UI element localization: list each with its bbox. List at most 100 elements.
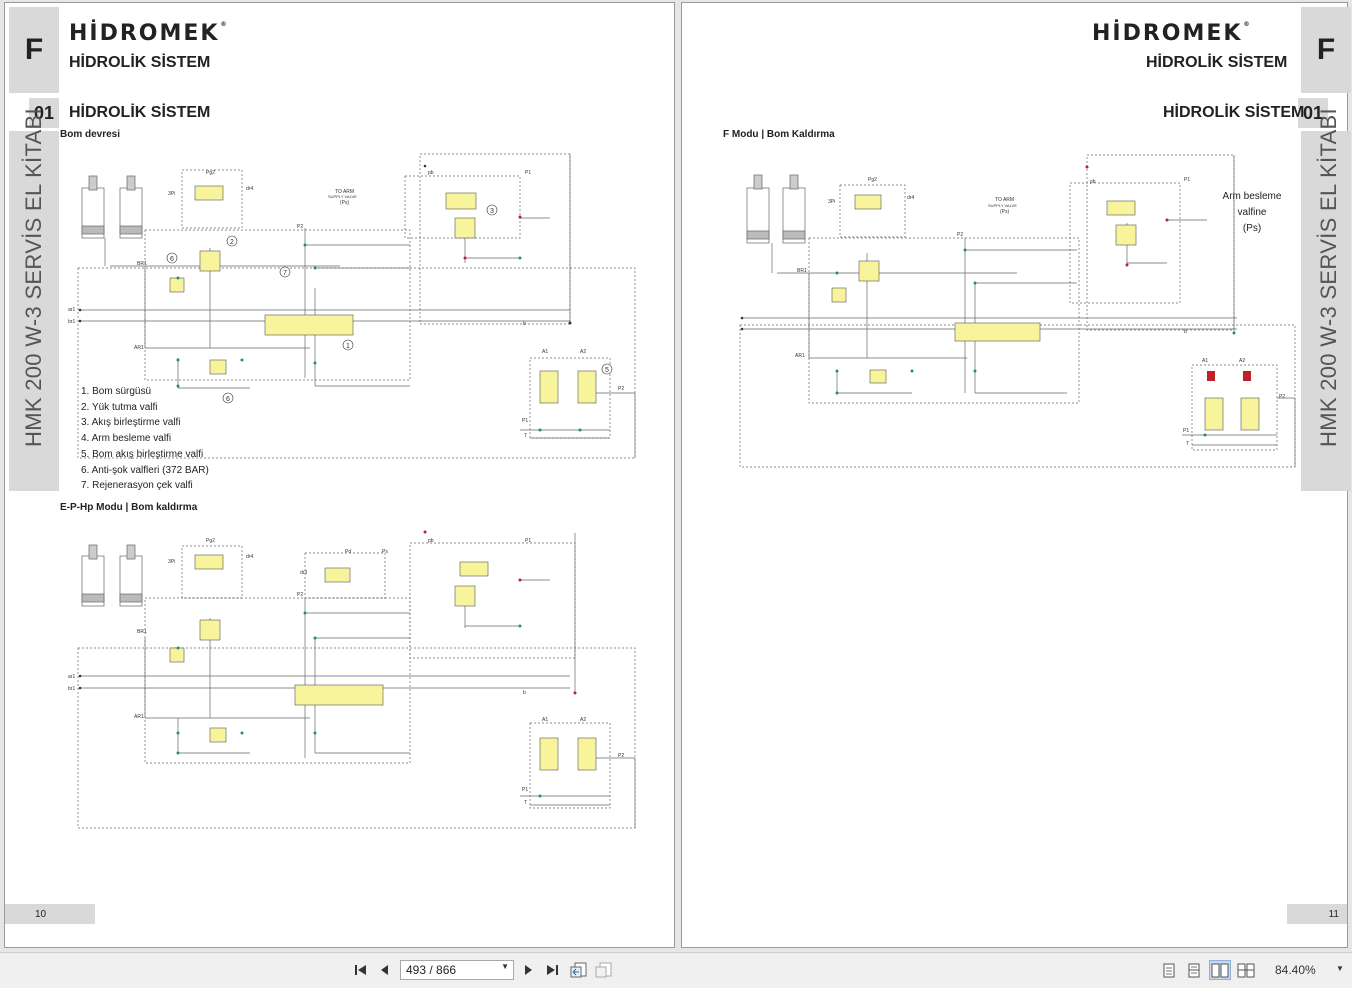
page-number: 11 [1287, 904, 1347, 924]
label-ps: Ps [382, 549, 388, 555]
section-number: 01 [29, 98, 59, 128]
label-br1-port: br1 [68, 319, 75, 325]
page-dropdown-icon[interactable]: ▼ [501, 962, 509, 971]
label-p1-lower: P1 [522, 418, 528, 424]
arm-supply-note: Arm besleme valfine (Ps) [1215, 189, 1289, 237]
callout-5: 5 [605, 367, 609, 374]
two-page-view-button[interactable] [1209, 960, 1231, 980]
hydraulic-diagram-boom: Pg2 dr4 3Pi TO ARM SUPPLY VALVE (Ps) pb … [60, 148, 645, 463]
first-page-button[interactable] [351, 961, 371, 979]
label-p2-right: P2 [618, 386, 624, 392]
label-p1: P1 [525, 538, 531, 544]
first-page-icon [355, 965, 366, 975]
single-page-view-button[interactable] [1158, 960, 1180, 980]
two-page-continuous-view-button[interactable] [1235, 960, 1257, 980]
last-page-button[interactable] [542, 961, 562, 979]
subsection-title: HİDROLİK SİSTEM [1163, 104, 1305, 121]
brand-logo-text: HİDROMEK [1092, 21, 1243, 46]
label-3pi: 3Pi [168, 559, 175, 565]
label-t: T [524, 433, 527, 439]
label-ar1: AR1 [795, 353, 805, 359]
label-br1-port: br1 [68, 686, 75, 692]
label-br1: BR1 [137, 261, 147, 267]
right-page: F HİDROMEK® HİDROLİK SİSTEM 01 HİDROLİK … [681, 2, 1351, 948]
legend-item: 6. Anti-şok valfleri (372 BAR) [81, 464, 209, 476]
label-a2: A2 [1239, 358, 1245, 364]
label-a1: A1 [1202, 358, 1208, 364]
next-page-icon [525, 965, 532, 975]
legend-item: 7. Rejenerasyon çek valfi [81, 480, 193, 492]
callout-6b: 6 [226, 396, 230, 403]
label-br1: BR1 [137, 629, 147, 635]
arm-note-line: (Ps) [1242, 223, 1262, 234]
brand-logo: HİDROMEK® [69, 21, 229, 46]
label-ar1-port: ar1 [68, 307, 75, 313]
label-supply-valve: SUPPLY VALVE [988, 203, 1017, 208]
section-number: 01 [1298, 98, 1328, 128]
continuous-view-button[interactable] [1183, 960, 1205, 980]
side-title: HMK 200 W-3 SERVİS EL KİTABI [21, 108, 46, 447]
label-3pi: 3Pi [828, 199, 835, 205]
go-forward-button[interactable] [594, 961, 614, 979]
left-page: F HİDROMEK® HİDROLİK SİSTEM 01 HİDROLİK … [4, 2, 675, 948]
callout-2: 2 [230, 239, 234, 246]
label-p2-right: P2 [1279, 394, 1285, 400]
legend-item: 5. Bom akış birleştirme valfi [81, 448, 204, 460]
diagram-caption: Bom devresi [60, 129, 121, 140]
zoom-level[interactable]: 84.40% [1275, 963, 1316, 977]
go-back-icon [570, 962, 587, 978]
brand-logo-text: HİDROMEK [69, 21, 220, 46]
label-3pi: 3Pi [168, 191, 175, 197]
go-back-button[interactable] [569, 961, 589, 979]
previous-page-icon [381, 965, 388, 975]
hydraulic-diagram-f-mode: Pg2 dr4 3Pi TO ARM SUPPLY VALVE (Ps) pb … [737, 153, 1302, 473]
callout-7: 7 [283, 270, 287, 277]
label-ar1-port: ar1 [68, 674, 75, 680]
label-a2: A2 [580, 349, 586, 355]
legend-item: 3. Akış birleştirme valfi [81, 417, 181, 429]
label-p1-lower: P1 [522, 787, 528, 793]
next-page-button[interactable] [518, 961, 538, 979]
legend-item: 1. Bom sürgüsü [81, 386, 152, 397]
page-number: 10 [5, 904, 95, 924]
label-pg2: Pg2 [206, 170, 215, 176]
label-ps: (Ps) [340, 200, 350, 206]
page-indicator: 493 / 866 [406, 963, 457, 977]
diagram-caption: F Modu | Bom Kaldırma [723, 129, 835, 140]
label-b-port: b [523, 690, 526, 696]
label-pb: pb [1090, 179, 1096, 185]
side-bar [9, 131, 59, 491]
label-dr4: dr4 [907, 195, 914, 201]
label-to-arm: TO ARM [995, 197, 1014, 203]
viewer-toolbar: 493 / 866 ▼ 84.40% ▼ [0, 952, 1352, 988]
label-dr4: dr4 [246, 554, 253, 560]
label-b-port: b [523, 321, 526, 327]
label-p1: P1 [1184, 177, 1190, 183]
page-header-title: HİDROLİK SİSTEM [1146, 54, 1288, 71]
page-number-input[interactable]: 493 / 866 ▼ [400, 960, 514, 980]
brand-logo: HİDROMEK® [1092, 21, 1252, 46]
component-legend: 1. Bom sürgüsü 2. Yük tutma valfi 3. Akı… [81, 384, 209, 494]
legend-item: 4. Arm besleme valfi [81, 433, 172, 445]
label-a2: A2 [580, 717, 586, 723]
diagram-caption: E-P-Hp Modu | Bom kaldırma [60, 502, 198, 513]
page-header-title: HİDROLİK SİSTEM [69, 54, 211, 71]
previous-page-button[interactable] [375, 961, 395, 979]
label-pd: Pd [345, 549, 351, 555]
label-pb: pb [428, 170, 434, 176]
arm-note-line: valfine [1237, 207, 1267, 218]
label-p2: P2 [297, 592, 303, 598]
label-pg2: Pg2 [206, 538, 215, 544]
single-page-icon [1163, 963, 1175, 977]
callout-3: 3 [490, 208, 494, 215]
callout-6a: 6 [170, 256, 174, 263]
side-title: HMK 200 W-3 SERVİS EL KİTABI [1316, 108, 1341, 447]
label-p2: P2 [957, 232, 963, 238]
label-to-arm: TO ARM [335, 189, 354, 195]
label-pb: pb [428, 538, 434, 544]
label-ps: (Ps) [1000, 209, 1010, 215]
hydraulic-diagram-ephp-mode: Pg2 dr4 3Pi Pd Ps dr3 pb P1 P2 BR1 AR1 a… [60, 528, 645, 833]
label-ar1: AR1 [134, 714, 144, 720]
zoom-dropdown-icon[interactable]: ▼ [1336, 964, 1344, 973]
label-t: T [1186, 441, 1189, 447]
